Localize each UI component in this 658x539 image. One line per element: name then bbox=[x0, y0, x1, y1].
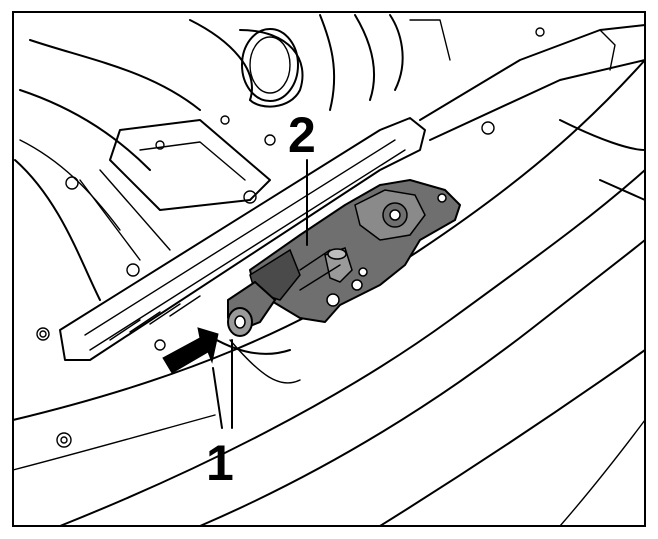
filled-arrow-icon bbox=[162, 327, 219, 374]
electrical-connector bbox=[227, 280, 277, 337]
engine-bay-background bbox=[12, 14, 646, 527]
leader-line-1b bbox=[212, 367, 223, 429]
callout-1: 1 bbox=[206, 435, 234, 491]
callout-2: 2 bbox=[288, 107, 316, 163]
